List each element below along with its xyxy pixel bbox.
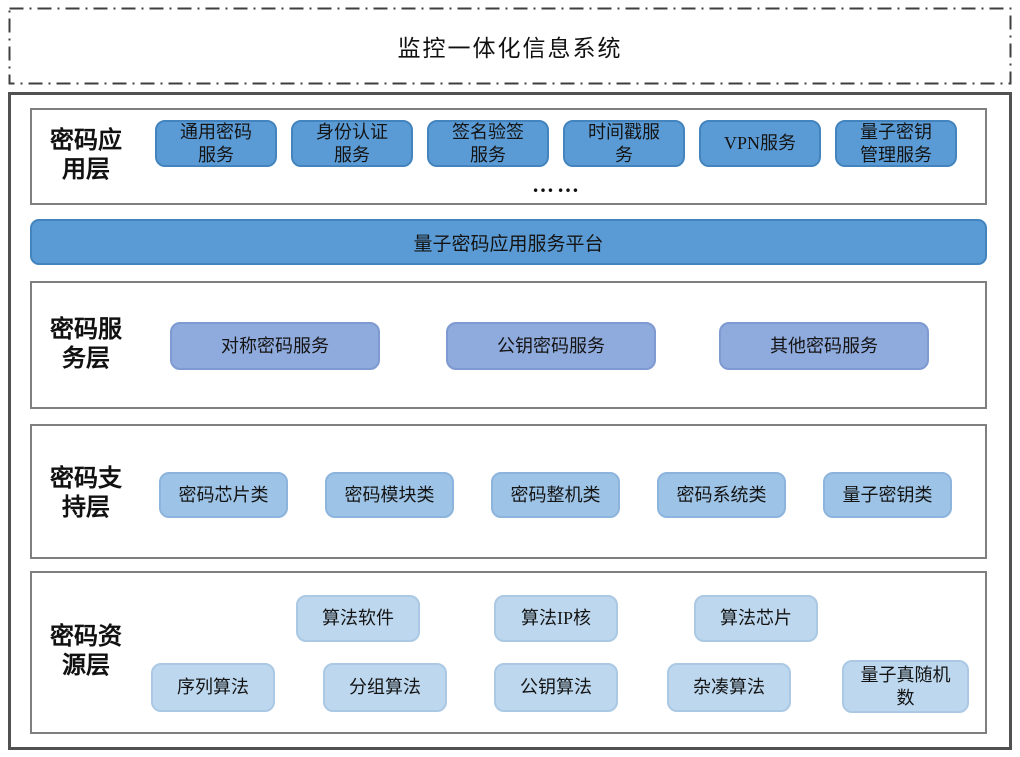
app-layer-item: 时间戳服 务 <box>563 120 685 167</box>
resource-layer-item: 序列算法 <box>151 663 275 712</box>
app-layer-item: 量子密钥 管理服务 <box>835 120 957 167</box>
title-frame: 监控一体化信息系统 <box>8 7 1012 85</box>
platform-bar: 量子密码应用服务平台 <box>30 219 987 265</box>
more-services-ellipsis: …… <box>532 172 582 197</box>
service-layer-item: 公钥密码服务 <box>446 322 656 370</box>
dash-dot-border <box>8 7 1012 85</box>
support-layer-section: 密码支 持层 密码芯片类 密码模块类 密码整机类 密码系统类 量子密钥类 <box>30 424 987 559</box>
service-layer-item: 对称密码服务 <box>170 322 380 370</box>
app-layer-item: 身份认证 服务 <box>291 120 413 167</box>
service-layer-item: 其他密码服务 <box>719 322 929 370</box>
application-layer-label: 密码应 用层 <box>50 128 122 183</box>
support-layer-label: 密码支 持层 <box>50 466 122 521</box>
service-layer-section: 密码服 务层 对称密码服务 公钥密码服务 其他密码服务 <box>30 281 987 409</box>
support-layer-item: 密码整机类 <box>491 472 620 518</box>
support-layer-item: 密码芯片类 <box>159 472 288 518</box>
resource-layer-label: 密码资 源层 <box>50 624 122 679</box>
support-layer-item: 量子密钥类 <box>823 472 952 518</box>
app-layer-item: 签名验签 服务 <box>427 120 549 167</box>
resource-layer-item: 分组算法 <box>323 663 447 712</box>
diagram-title: 监控一体化信息系统 <box>397 36 623 61</box>
resource-layer-item: 杂凑算法 <box>667 663 791 712</box>
service-layer-label: 密码服 务层 <box>50 317 122 372</box>
support-layer-item: 密码系统类 <box>657 472 786 518</box>
resource-layer-item: 算法IP核 <box>494 595 618 642</box>
resource-layer-item: 量子真随机 数 <box>842 660 969 713</box>
resource-layer-item: 算法软件 <box>296 595 420 642</box>
resource-layer-section: 密码资 源层 算法软件 算法IP核 算法芯片 序列算法 分组算法 公钥算法 杂凑… <box>30 571 987 734</box>
application-layer-section: 密码应 用层 通用密码 服务 身份认证 服务 签名验签 服务 时间戳服 务 VP… <box>30 108 987 205</box>
app-layer-item: 通用密码 服务 <box>155 120 277 167</box>
support-layer-item: 密码模块类 <box>325 472 454 518</box>
resource-layer-item: 算法芯片 <box>694 595 818 642</box>
app-layer-item: VPN服务 <box>699 120 821 167</box>
resource-layer-item: 公钥算法 <box>494 663 618 712</box>
